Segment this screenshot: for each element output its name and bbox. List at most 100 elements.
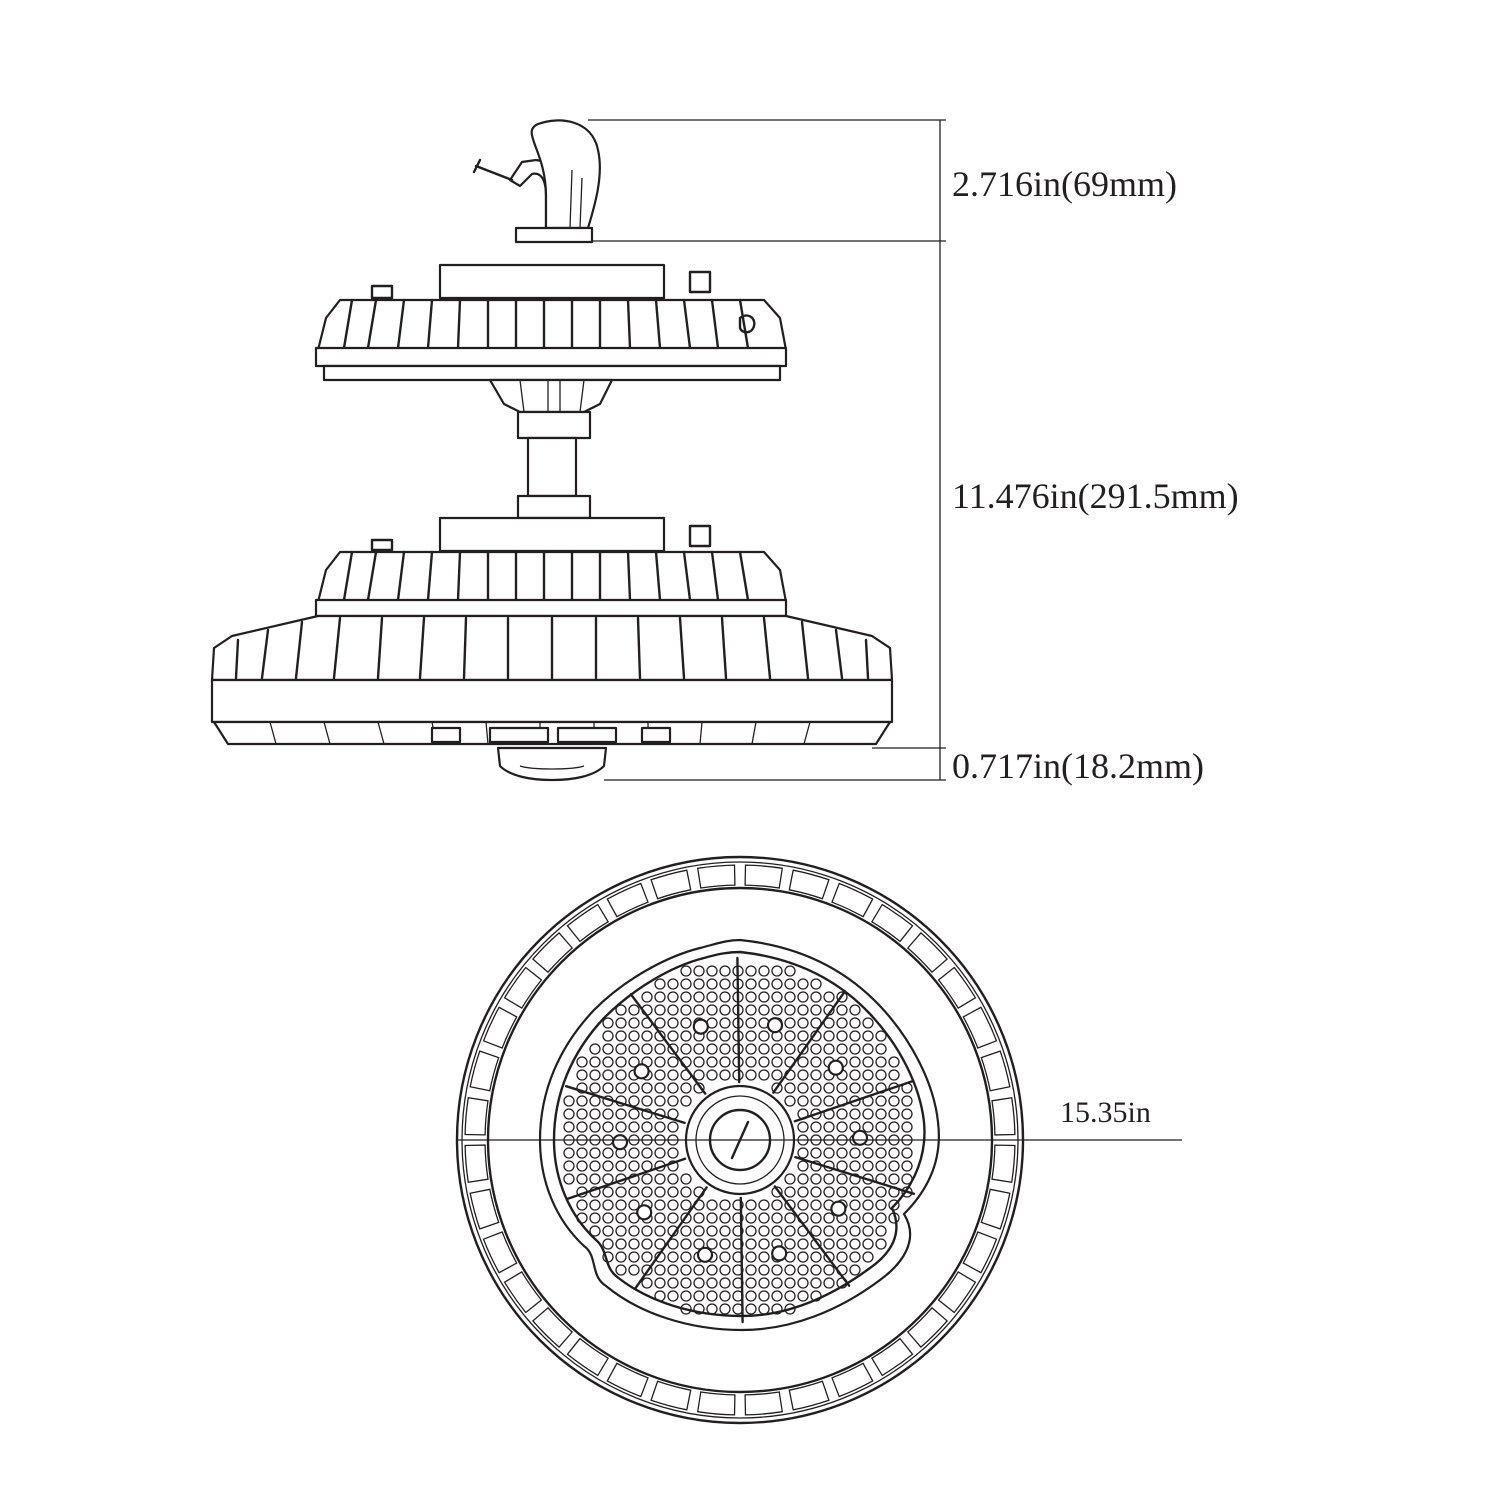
led-dot <box>693 1277 705 1289</box>
led-dot <box>836 1225 848 1237</box>
led-dot <box>771 1303 783 1315</box>
led-dot <box>745 1199 757 1211</box>
led-dot <box>654 1121 666 1133</box>
ring-slot <box>962 1006 998 1049</box>
led-dot <box>810 1147 822 1159</box>
screw <box>692 1018 709 1035</box>
led-dot <box>849 1225 861 1237</box>
led-dot <box>719 1030 731 1042</box>
led-dot <box>693 1303 705 1315</box>
led-dot <box>797 1082 809 1094</box>
led-dot <box>810 1056 822 1068</box>
led-dot <box>693 1264 705 1276</box>
led-dot <box>602 1082 614 1094</box>
led-dot <box>667 1030 679 1042</box>
led-dot <box>875 1160 887 1172</box>
led-dot <box>654 1004 666 1016</box>
led-dot <box>680 991 692 1003</box>
led-dot <box>680 1017 692 1029</box>
led-dot <box>732 1212 744 1224</box>
led-dot <box>810 1290 822 1302</box>
led-dot <box>875 1030 887 1042</box>
led-dot <box>758 1004 770 1016</box>
led-dot <box>706 1225 718 1237</box>
led-dot <box>888 1121 900 1133</box>
led-dot <box>849 1069 861 1081</box>
led-dot <box>797 1160 809 1172</box>
led-dot <box>602 1186 614 1198</box>
led-dot <box>628 1017 640 1029</box>
led-dot <box>615 1069 627 1081</box>
led-dot <box>719 1225 731 1237</box>
led-dot <box>615 1251 627 1263</box>
led-dot <box>771 991 783 1003</box>
led-dot <box>654 1030 666 1042</box>
hanging-hook <box>472 119 601 244</box>
led-dot <box>667 1043 679 1055</box>
led-dot <box>823 1043 835 1055</box>
led-dot <box>667 978 679 990</box>
led-dot <box>628 1043 640 1055</box>
led-dot <box>563 1121 575 1133</box>
led-dot <box>680 978 692 990</box>
led-section-dividers <box>564 956 916 1324</box>
led-dot <box>758 1264 770 1276</box>
led-dot <box>641 991 653 1003</box>
led-dot <box>654 1277 666 1289</box>
led-dot <box>693 1004 705 1016</box>
led-dot <box>758 1225 770 1237</box>
led-dot <box>680 1238 692 1250</box>
led-dot <box>758 1277 770 1289</box>
led-dot <box>836 1030 848 1042</box>
led-dot <box>719 1004 731 1016</box>
led-dot <box>810 1043 822 1055</box>
body-height-label: 11.476in(291.5mm) <box>952 476 1239 516</box>
ring-slot <box>906 931 949 974</box>
led-dot <box>745 1303 757 1315</box>
led-dot <box>615 1264 627 1276</box>
led-dot <box>797 1056 809 1068</box>
heat-sink <box>210 614 894 746</box>
led-dot <box>784 1199 796 1211</box>
led-dot <box>732 1225 744 1237</box>
screw <box>827 1059 844 1076</box>
led-dot <box>589 1147 601 1159</box>
led-dot <box>680 965 692 977</box>
screw <box>830 1200 847 1217</box>
led-dot <box>602 1056 614 1068</box>
led-dot <box>628 1264 640 1276</box>
led-dot <box>771 1225 783 1237</box>
led-dot <box>810 1186 822 1198</box>
led-dot <box>758 1212 770 1224</box>
led-dot <box>576 1095 588 1107</box>
led-dot <box>667 1095 679 1107</box>
led-dot <box>784 1277 796 1289</box>
led-dot <box>654 1238 666 1250</box>
led-dot <box>771 1264 783 1276</box>
led-dot <box>628 1030 640 1042</box>
led-dot <box>784 1043 796 1055</box>
section-divider <box>736 956 741 1084</box>
ring-slot <box>696 864 736 889</box>
led-dot <box>680 1173 692 1185</box>
led-dot <box>784 1290 796 1302</box>
led-dot <box>810 1108 822 1120</box>
led-dot <box>602 1069 614 1081</box>
led-dot <box>784 965 796 977</box>
ring-slot <box>962 1231 998 1274</box>
led-dot <box>615 1160 627 1172</box>
section-divider <box>629 993 707 1095</box>
led-dot <box>602 1030 614 1042</box>
led-dot <box>862 1238 874 1250</box>
led-dot <box>667 1017 679 1029</box>
led-dot <box>901 1147 913 1159</box>
led-dot <box>823 1212 835 1224</box>
led-dot <box>784 1017 796 1029</box>
ring-slot <box>469 1050 500 1092</box>
ring-slot <box>871 903 914 943</box>
led-dot <box>706 991 718 1003</box>
section-divider <box>739 1196 744 1324</box>
led-dot <box>875 1121 887 1133</box>
led-dot <box>654 1056 666 1068</box>
led-dot <box>706 1004 718 1016</box>
